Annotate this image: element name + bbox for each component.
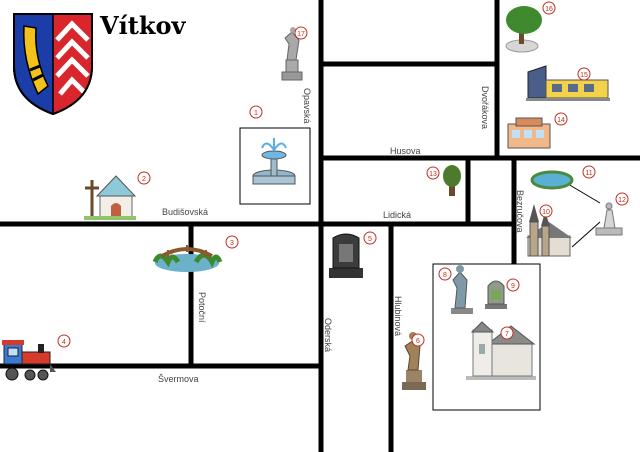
school-icon (507, 117, 551, 149)
marker-1 (249, 105, 263, 119)
marker-10 (539, 204, 553, 218)
train-icon (2, 340, 56, 381)
map-title: Vítkov (99, 11, 186, 40)
marker-16 (542, 1, 556, 15)
marker-7-label: 7 (505, 331, 509, 338)
marker-8 (438, 267, 452, 281)
marker-13 (426, 166, 440, 180)
marker-3-label: 3 (230, 240, 234, 247)
street-label-dvorakova: Dvořákova (480, 86, 490, 129)
marker-6 (411, 333, 425, 347)
marker-6-label: 6 (416, 338, 420, 345)
street-label-svermova: Švermova (158, 374, 199, 384)
marker-4-label: 4 (62, 339, 66, 346)
marker-11 (582, 165, 596, 179)
marker-17 (294, 26, 308, 40)
street-label-potocni: Potoční (197, 292, 207, 323)
street-label-bezrucova: Bezručova (515, 190, 525, 233)
marker-8-label: 8 (443, 272, 447, 279)
tree-on-rock-icon (505, 6, 542, 53)
statue-on-pedestal-icon (281, 27, 303, 81)
marker-10-label: 10 (542, 209, 550, 216)
street-label-opavska: Opavská (302, 88, 312, 124)
gravestone-icon (485, 280, 507, 309)
memorial-stone-icon (329, 233, 363, 278)
marker-5-label: 5 (368, 236, 372, 243)
coat-of-arms-icon (13, 13, 93, 116)
pond-icon (530, 170, 574, 190)
marker-2-label: 2 (142, 176, 146, 183)
marker-5 (363, 231, 377, 245)
street-label-husova: Husova (390, 146, 421, 156)
modern-building-icon (526, 65, 610, 101)
marker-9-label: 9 (511, 283, 515, 290)
marker-16-label: 16 (545, 6, 553, 13)
marker-12-label: 12 (618, 197, 626, 204)
marker-12 (615, 192, 629, 206)
marker-1-label: 1 (254, 110, 258, 117)
marker-7 (500, 326, 514, 340)
marker-13-label: 13 (429, 171, 437, 178)
marker-17-label: 17 (297, 31, 305, 38)
fountain-icon (252, 138, 296, 185)
church-icon (466, 321, 536, 380)
marker-14-label: 14 (557, 117, 565, 124)
obelisk-icon (595, 202, 623, 236)
lone-tree-icon (443, 165, 461, 196)
marker-15-label: 15 (580, 72, 588, 79)
chapel-icon (84, 175, 137, 220)
street-label-oderska: Oderská (323, 318, 333, 352)
statue-icon (451, 265, 473, 314)
landmark-connectors (567, 183, 601, 248)
marker-15 (577, 67, 591, 81)
church-towers-icon (526, 204, 572, 257)
street-label-budisovska: Budišovská (162, 207, 208, 217)
marker-11-label: 11 (585, 170, 592, 177)
marker-2 (137, 171, 151, 185)
marker-14 (554, 112, 568, 126)
street-label-lidicka: Lidická (383, 210, 411, 220)
street-label-hlubinova: Hlubinová (393, 296, 403, 336)
bridge-pond-icon (152, 245, 223, 272)
marker-3 (225, 235, 239, 249)
marker-4 (57, 334, 71, 348)
marker-9 (506, 278, 520, 292)
